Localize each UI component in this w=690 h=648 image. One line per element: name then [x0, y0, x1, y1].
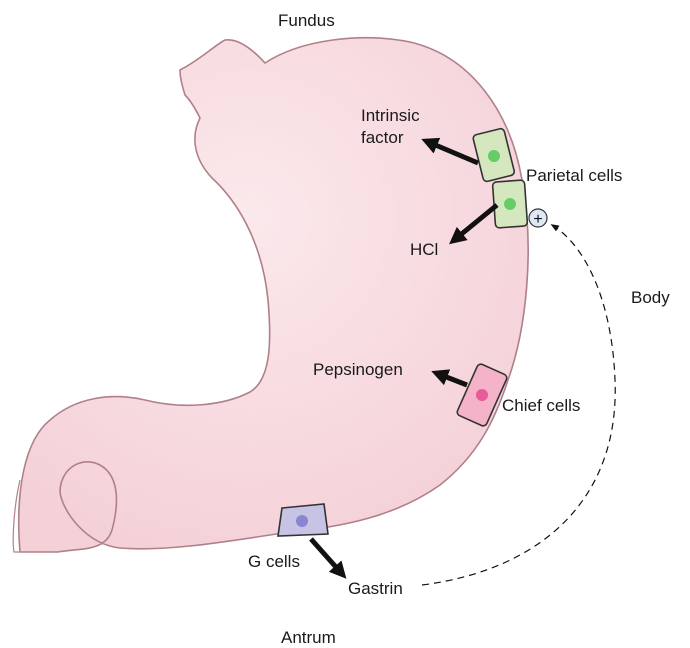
intrinsic-factor-label-line1: Intrinsic — [361, 106, 420, 126]
stimulation-plus-icon: + — [529, 209, 547, 228]
parietal-cells-label: Parietal cells — [526, 166, 622, 186]
gastrin-arrow — [311, 539, 343, 575]
region-label-antrum: Antrum — [281, 628, 336, 648]
intrinsic-factor-label-line2: factor — [361, 128, 404, 148]
parietal-cell-lower — [492, 180, 527, 228]
gastrin-label: Gastrin — [348, 579, 403, 599]
region-label-fundus: Fundus — [278, 11, 335, 31]
chief-cells-label: Chief cells — [502, 396, 580, 416]
svg-text:+: + — [533, 211, 542, 228]
stomach-outline — [19, 38, 528, 552]
g-cells-label: G cells — [248, 552, 300, 572]
hcl-label: HCl — [410, 240, 438, 260]
pepsinogen-label: Pepsinogen — [313, 360, 403, 380]
g-cell — [278, 504, 328, 536]
region-label-body: Body — [631, 288, 670, 308]
